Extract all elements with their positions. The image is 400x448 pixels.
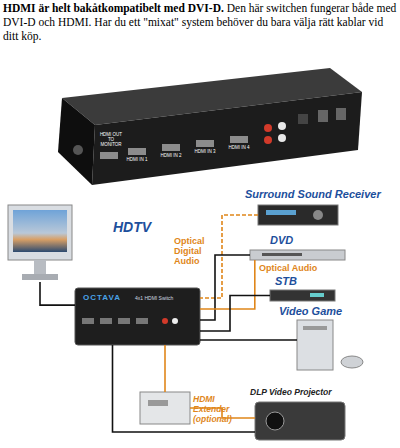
rca-jack (278, 122, 286, 130)
device-node: STB (270, 290, 335, 301)
optical-port (298, 114, 308, 124)
hdmi-port (196, 140, 214, 147)
switch-body (75, 288, 200, 345)
rca-jack (264, 124, 272, 132)
port-label: HDMI OUT TO MONITOR (98, 132, 124, 147)
switch-side-face (58, 98, 95, 185)
cable-connector (164, 345, 166, 392)
pc-drive (303, 326, 327, 330)
cable-connector (200, 215, 258, 298)
cable-label: Optical Audio (259, 263, 339, 273)
device-node: DVD (250, 250, 345, 260)
device-label: STB (275, 275, 325, 288)
cable-connector (113, 345, 256, 432)
projector-lens (266, 412, 284, 430)
rca-jack (162, 318, 168, 324)
pc-tower (297, 320, 333, 370)
receiver-display (266, 210, 296, 215)
intro-heading: HDMI är helt bakåtkompatibelt med DVI-D. (3, 2, 224, 14)
port-label: HDMI IN 3 (194, 149, 216, 154)
hdmi-port (162, 144, 180, 151)
stb-body (270, 290, 335, 301)
rca-jack (264, 136, 272, 144)
cable-connector (200, 296, 270, 332)
rca-jack (278, 134, 286, 142)
device-label: HDMI Extender (optional) (193, 394, 248, 424)
tv-screen (13, 210, 67, 252)
device-label: HDTV (113, 219, 173, 235)
hdmi-port (100, 318, 112, 324)
dvd-tray (262, 253, 302, 256)
port-label: HDMI IN 4 (228, 145, 250, 150)
stb-display (310, 293, 324, 297)
hdmi-port (136, 318, 148, 324)
tv-base (22, 274, 58, 280)
tv-stand (34, 260, 46, 274)
power-jack (73, 145, 83, 155)
device-node: Video Game (297, 320, 333, 370)
switch-front-face (92, 92, 362, 185)
intro-paragraph: HDMI är helt bakåtkompatibelt med DVI-D.… (3, 1, 397, 43)
device-label: 4x1 HDMI Switch (135, 295, 195, 301)
extender-port (148, 400, 168, 406)
hdmi-port (230, 136, 248, 143)
device-node: Surround Sound Receiver (258, 205, 338, 225)
device-label: DLP Video Projector (250, 387, 360, 397)
port-label: HDMI IN 1 (126, 157, 148, 162)
game-controller (341, 356, 363, 368)
cable-connector (200, 339, 297, 341)
hdmi-port (118, 318, 130, 324)
hdmi-port (128, 148, 146, 155)
cable-connector (200, 255, 250, 320)
device-node: DLP Video Projector (255, 402, 345, 440)
cable-connector (40, 282, 75, 305)
device-node: OCTAVA4x1 HDMI Switch (75, 288, 200, 345)
receiver-knob (313, 210, 323, 220)
device-label: OCTAVA (83, 293, 133, 302)
extender-body (140, 392, 190, 424)
receiver-body (258, 205, 338, 225)
device-node: HDTV (8, 205, 72, 282)
device-label: DVD (270, 234, 320, 247)
switch-toggle (318, 110, 328, 122)
rca-jack (172, 318, 178, 324)
cable-label: Optical Digital Audio (174, 236, 220, 266)
hdmi-port (100, 152, 118, 159)
port-label: HDMI IN 2 (160, 153, 182, 158)
dvd-body (250, 250, 345, 260)
device-label: Surround Sound Receiver (245, 188, 400, 201)
cable-connector (200, 260, 255, 309)
switch-toggle (336, 108, 346, 120)
device-node: HDMI Extender (optional) (140, 392, 190, 424)
tv-frame (8, 205, 72, 260)
device-label: Video Game (279, 305, 369, 318)
projector-body (255, 402, 345, 440)
hdmi-port (82, 318, 94, 324)
